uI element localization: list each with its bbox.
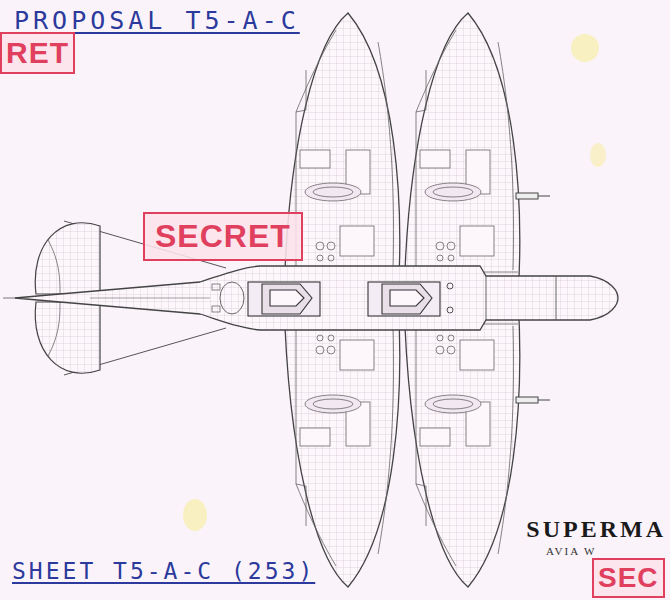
cockpit	[248, 282, 440, 316]
drawing-circle	[447, 283, 453, 289]
maker-subtitle: AVIA W	[546, 545, 596, 557]
secret-stamp: RET	[0, 32, 75, 74]
drawing-rect	[516, 193, 538, 199]
drawing-use	[406, 324, 518, 566]
stamp-text: SEC	[598, 562, 659, 594]
sheet-number: SHEET T5-A-C (253)	[12, 558, 315, 584]
drawing-ellipse	[220, 282, 244, 314]
secret-stamp: SEC	[592, 558, 665, 598]
maker-name: SUPERMA	[526, 516, 666, 543]
drawing-circle	[447, 307, 453, 313]
drawing-title: PROPOSAL T5-A-C	[14, 6, 300, 35]
secret-stamp: SECRET	[143, 212, 303, 261]
smudge	[183, 499, 207, 531]
drawing-rect	[212, 284, 220, 290]
smudge	[571, 34, 599, 62]
drawing-path	[270, 290, 304, 306]
drawing-line	[538, 196, 550, 197]
drawing-path	[382, 284, 432, 314]
fuselage	[15, 266, 618, 330]
drawing-line	[538, 400, 550, 401]
drawing-path	[35, 223, 100, 294]
drawing-rect	[368, 282, 440, 316]
stamp-text: SECRET	[155, 218, 291, 255]
drawing-path	[15, 266, 618, 330]
drawing-use	[406, 30, 518, 272]
stamp-text: RET	[6, 36, 69, 70]
drawing-rect	[212, 306, 220, 312]
drawing-path	[486, 276, 556, 320]
smudge	[590, 143, 606, 167]
drawing-rect	[248, 282, 320, 316]
drawing-path	[90, 298, 210, 299]
drawing-use	[286, 324, 398, 566]
drawing-rect	[516, 397, 538, 403]
drawing-path	[390, 290, 424, 306]
drawing-path	[35, 302, 100, 373]
drawing-path	[262, 284, 312, 314]
